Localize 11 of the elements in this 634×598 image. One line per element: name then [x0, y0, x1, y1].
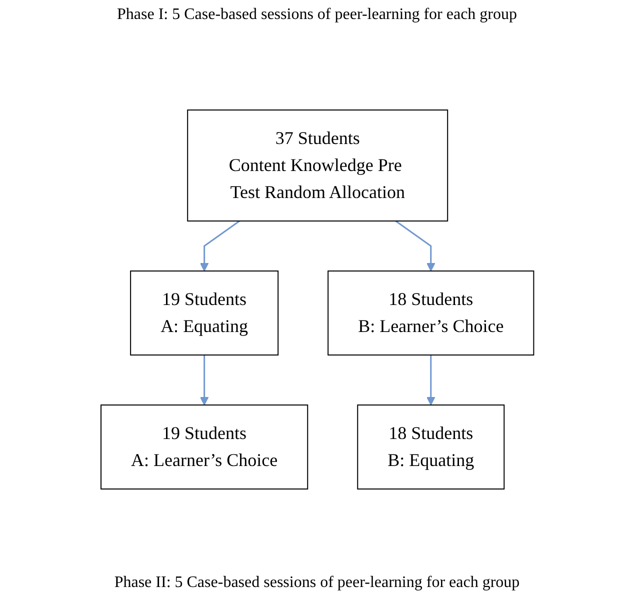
node-box: 19 Students A: Learner’s Choice: [100, 404, 308, 489]
phase-note: Phase II: 5 Case-based sessions of peer-learning for each group: [114, 574, 520, 592]
node-box: 19 Students A: Equating: [130, 270, 278, 355]
node-box: 18 Students B: Equating: [356, 404, 504, 489]
arrow: [200, 220, 240, 271]
arrow: [394, 220, 435, 271]
arrow: [200, 354, 208, 405]
node-box: 37 Students Content Knowledge Pre Test Random Allocation: [186, 109, 448, 221]
phase-note: Phase I: 5 Case-based sessions of peer-learning for each group: [117, 6, 517, 24]
arrow: [426, 354, 435, 405]
node-box: 18 Students B: Learner’s Choice: [327, 270, 534, 355]
